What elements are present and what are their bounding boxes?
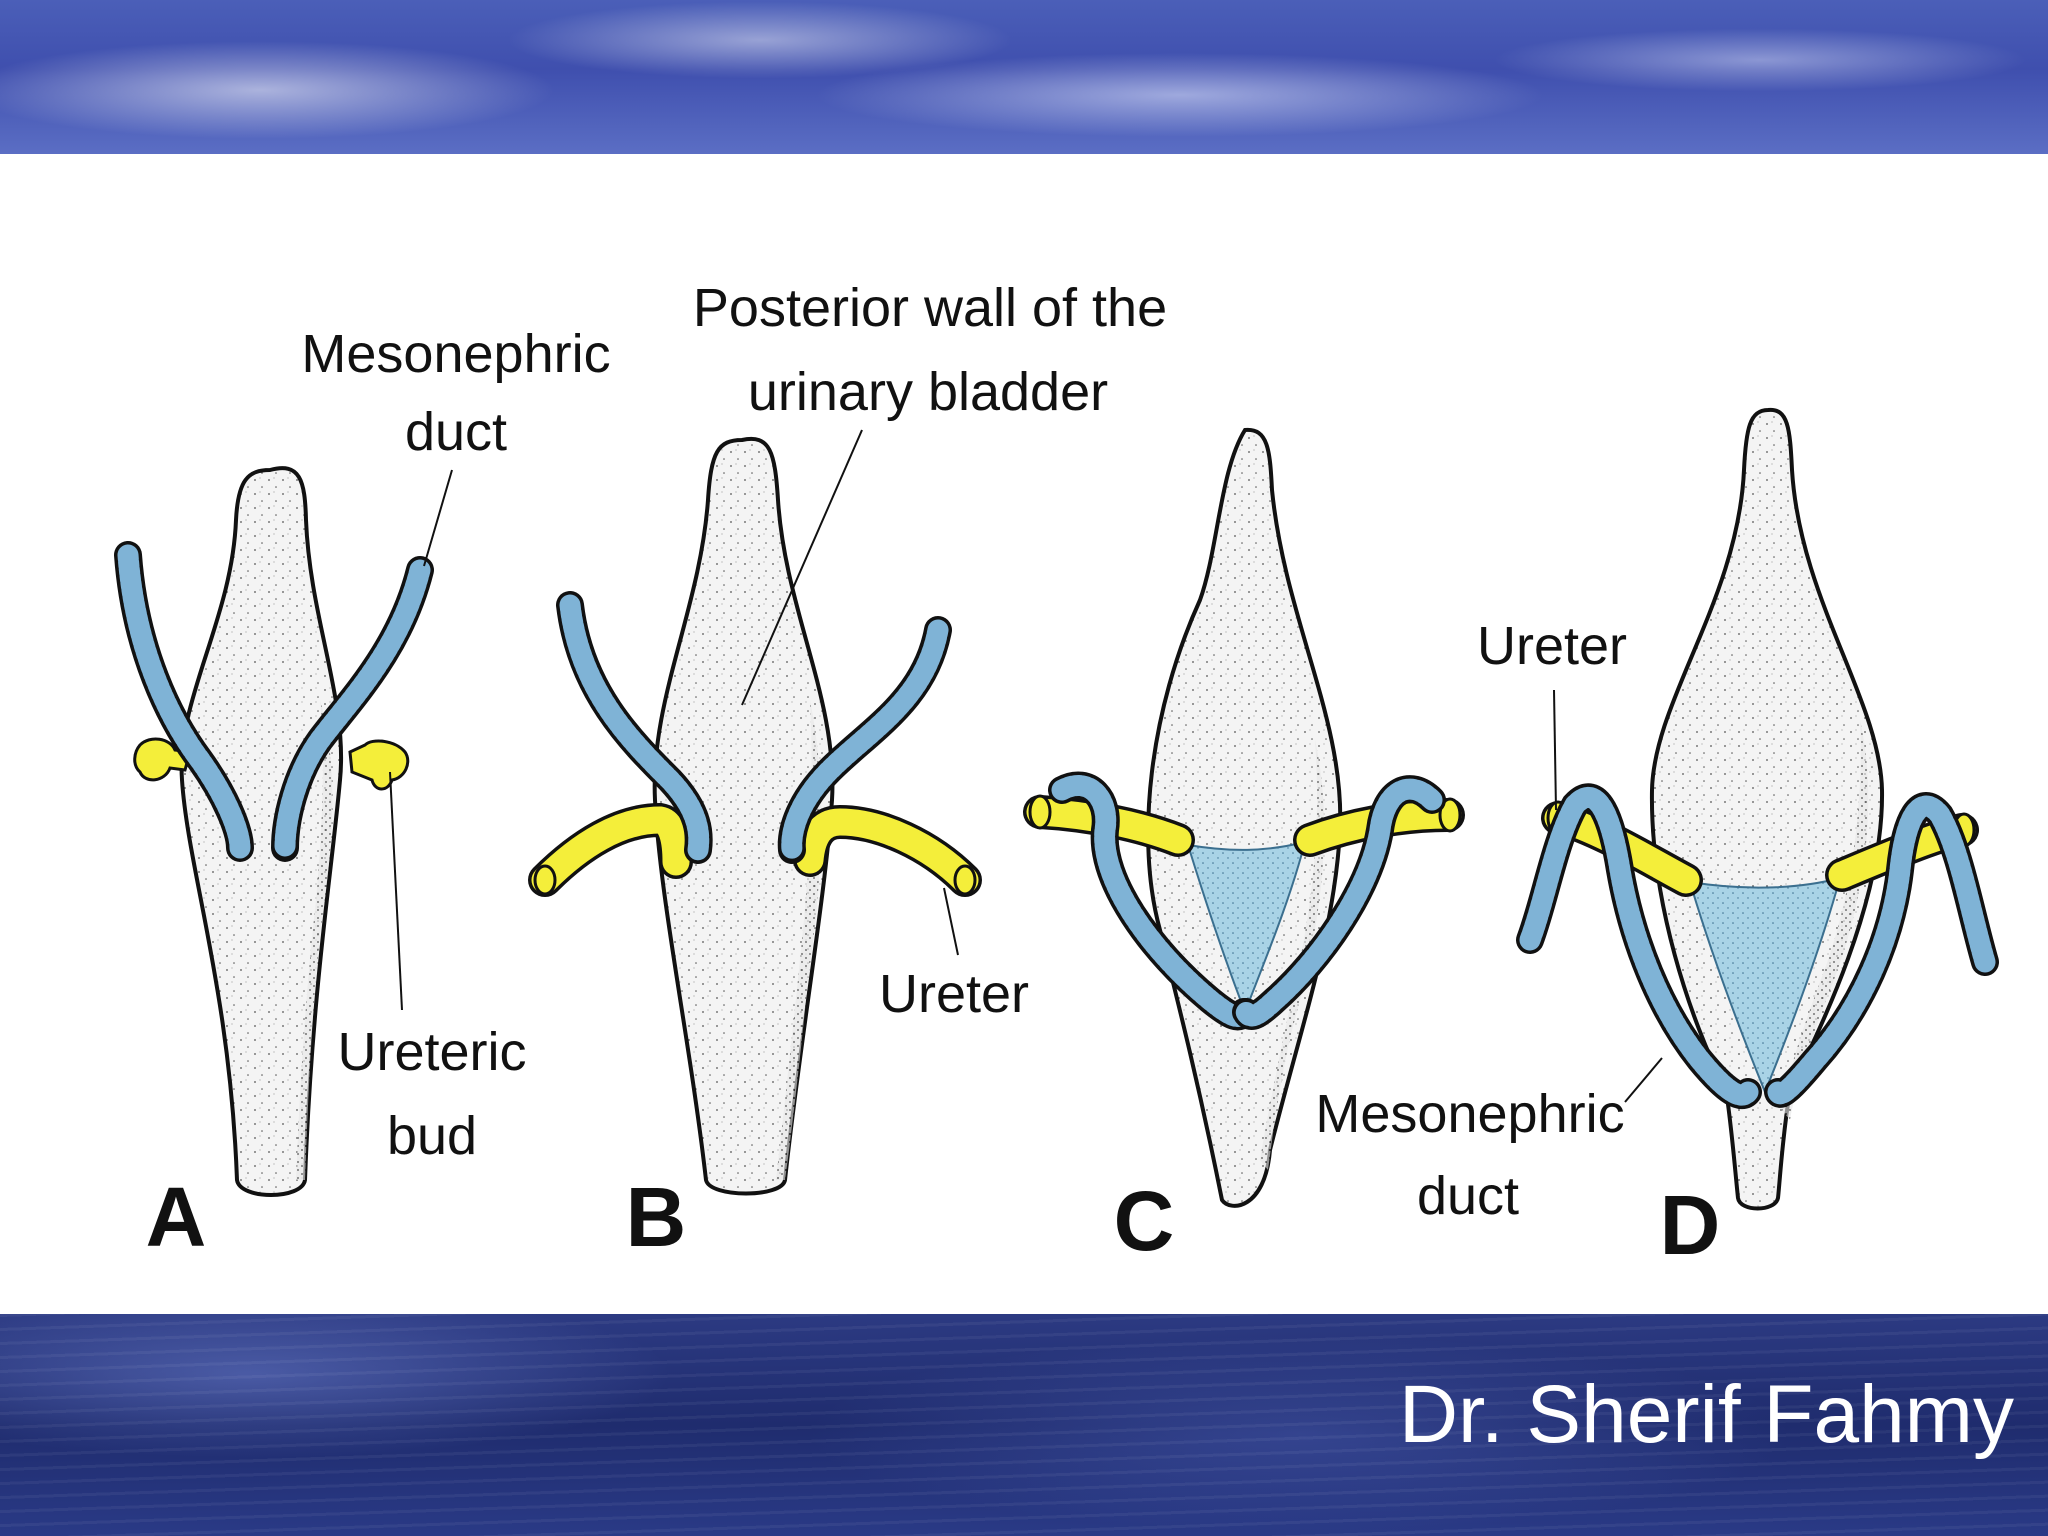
leader-ureter-d <box>1553 689 1557 811</box>
panel-b <box>528 429 982 1196</box>
label-mesonephric-duct-c-line2: duct <box>1417 1166 1519 1226</box>
bladder-b <box>652 436 835 1196</box>
label-ureteric-bud-line1: Ureteric <box>337 1022 526 1082</box>
panel-d <box>1516 407 1999 1211</box>
label-mesonephric-duct-a-line1: Mesonephric <box>301 324 610 384</box>
author-credit: Dr. Sherif Fahmy <box>1398 1369 2014 1460</box>
bladder-c <box>1146 427 1343 1208</box>
bladder-a <box>179 466 344 1197</box>
panel-a <box>114 466 453 1197</box>
panel-label-d: D <box>1660 1178 1721 1272</box>
panel-c <box>1023 427 1465 1208</box>
top-sky-banner <box>0 0 2048 154</box>
leader-ureter-b <box>943 887 959 956</box>
label-mesonephric-duct-c-line1: Mesonephric <box>1315 1084 1624 1144</box>
panel-label-a: A <box>146 1170 207 1264</box>
bladder-d <box>1649 407 1885 1211</box>
trigone-d <box>1688 876 1842 1095</box>
label-ureter-b: Ureter <box>879 964 1029 1024</box>
bladder-b-shade <box>776 700 822 1180</box>
label-posterior-wall-line2: urinary bladder <box>748 362 1108 422</box>
leader-ureteric-bud <box>389 771 403 1011</box>
label-ureteric-bud-line2: bud <box>387 1106 477 1166</box>
label-posterior-wall-line1: Posterior wall of the <box>693 278 1167 338</box>
panel-label-c: C <box>1114 1174 1175 1268</box>
label-ureter-d: Ureter <box>1477 616 1627 676</box>
bladder-a-shade <box>296 700 333 1180</box>
bottom-water-banner <box>0 1314 2048 1536</box>
label-mesonephric-duct-a-line2: duct <box>405 402 507 462</box>
ureteric-bud-left-a <box>133 737 192 782</box>
ureteric-bud-right-a <box>348 739 410 791</box>
trigone-c <box>1186 840 1307 1015</box>
bladder-c-shade <box>1260 740 1325 1170</box>
leader-mesonephric-d <box>1624 1057 1663 1103</box>
leader-mesonephric-a <box>423 469 453 567</box>
panel-label-b: B <box>626 1170 687 1264</box>
leader-posterior-wall <box>741 429 863 706</box>
